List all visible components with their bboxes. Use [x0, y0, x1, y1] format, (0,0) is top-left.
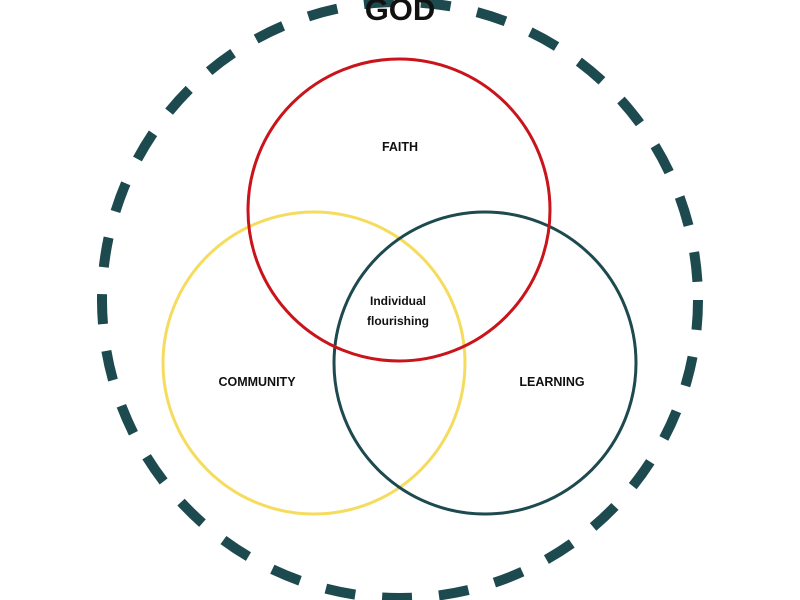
learning-circle: [332, 210, 638, 516]
center-label-line1: Individual: [370, 294, 426, 308]
outer-dashed-circle: [97, 0, 703, 600]
faith-circle: [246, 57, 552, 363]
community-circle: [161, 210, 467, 516]
community-label: COMMUNITY: [218, 375, 296, 389]
faith-label: FAITH: [382, 140, 418, 154]
center-label-line2: flourishing: [367, 314, 429, 328]
learning-label: LEARNING: [519, 375, 584, 389]
diagram-title: GOD: [365, 0, 436, 27]
